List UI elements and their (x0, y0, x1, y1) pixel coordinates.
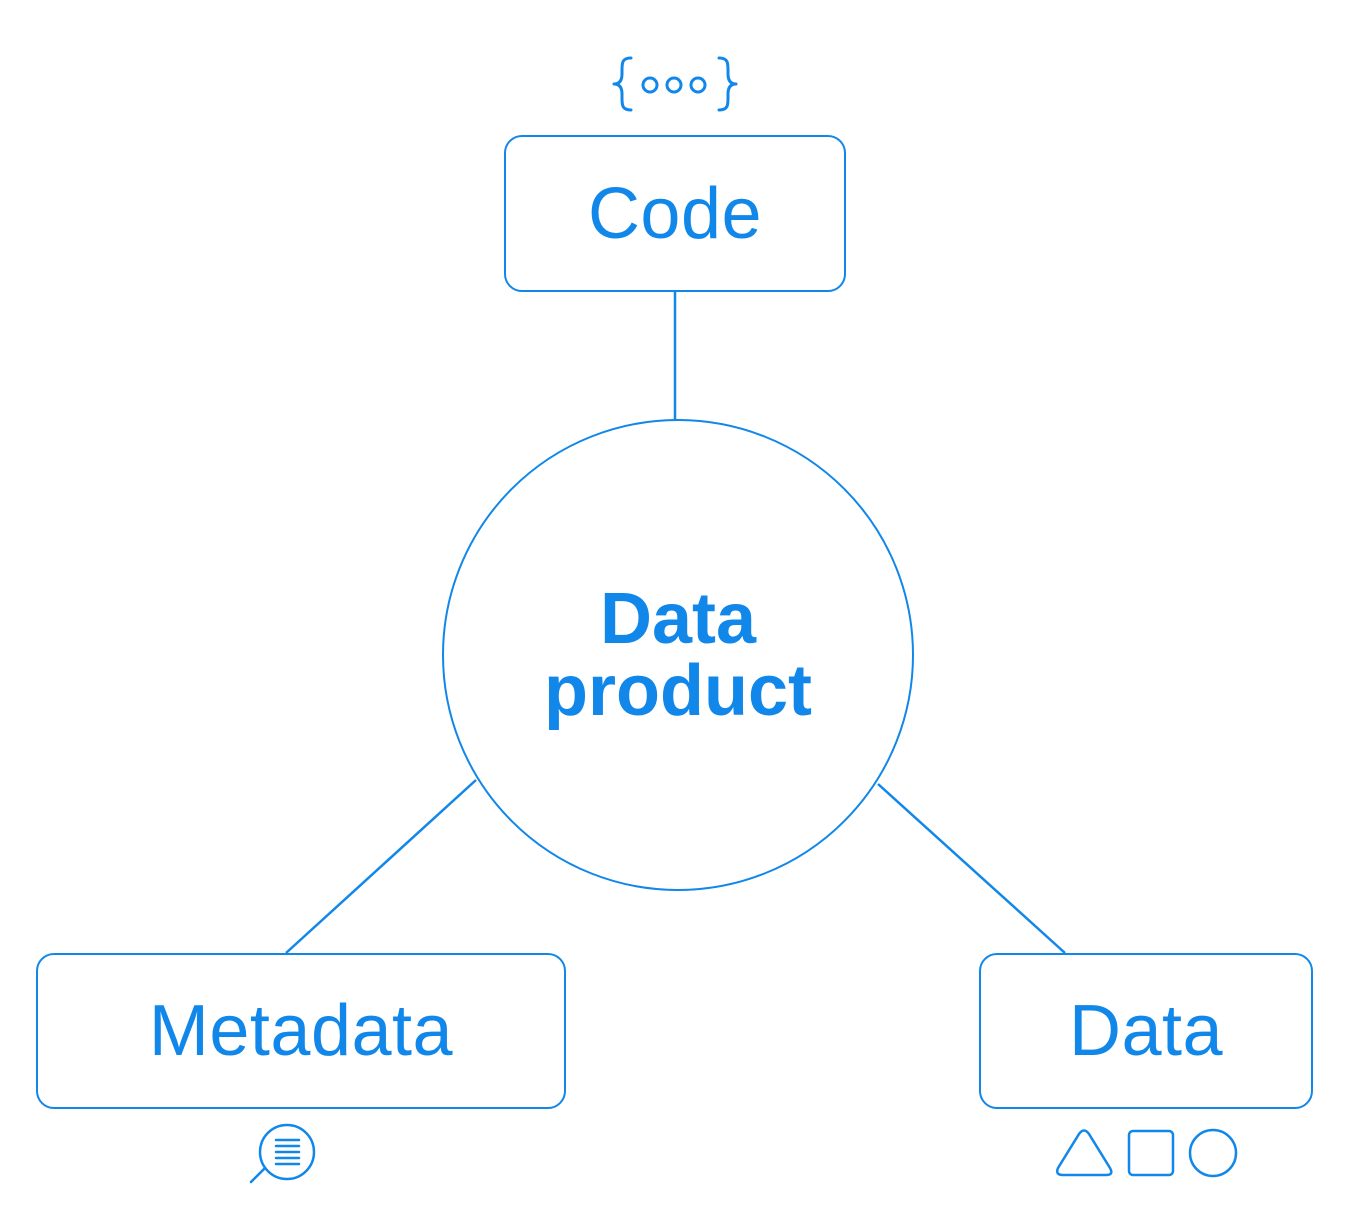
square-icon (1127, 1129, 1175, 1177)
circle-icon (1188, 1128, 1238, 1178)
triangle-icon (1055, 1129, 1113, 1177)
braces-dots-icon (612, 56, 738, 112)
metadata-label: Metadata (148, 991, 454, 1071)
data-product-node: Data product (442, 419, 914, 891)
data-product-label-line2: product (544, 651, 812, 731)
metadata-node: Metadata (36, 953, 566, 1109)
data-product-label-line1: Data (599, 579, 757, 659)
magnifier-document-icon (249, 1123, 316, 1184)
code-label: Code (587, 173, 763, 254)
data-label: Data (1068, 991, 1224, 1071)
connector-center-to-metadata (285, 779, 477, 954)
connector-center-to-data (877, 783, 1066, 954)
data-node: Data (979, 953, 1313, 1109)
code-node: Code (504, 135, 846, 292)
